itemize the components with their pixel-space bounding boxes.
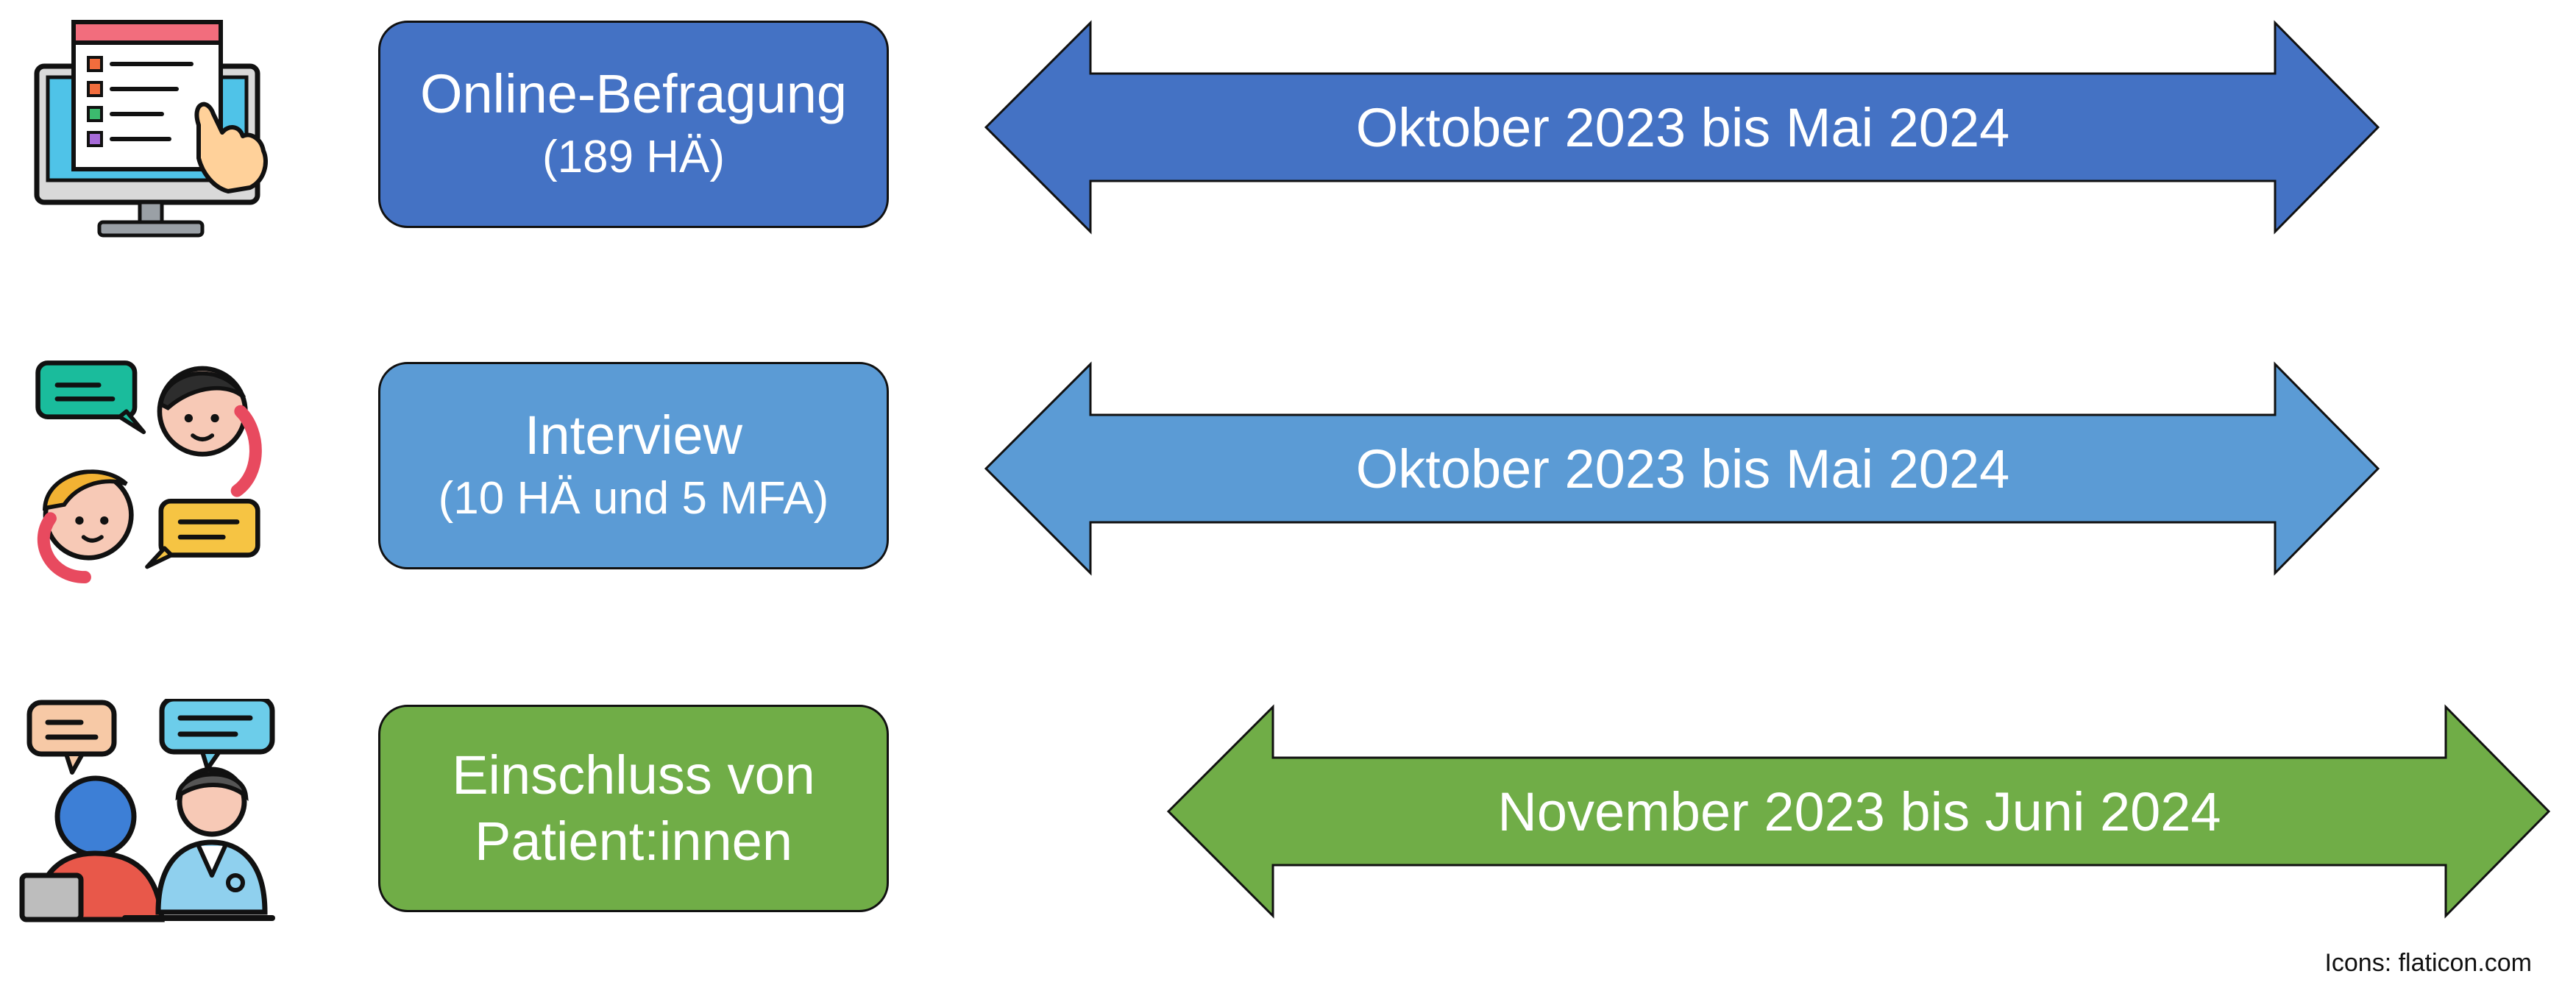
online-survey-period-arrow: Oktober 2023 bis Mai 2024 bbox=[984, 20, 2380, 235]
interview-box: Interview (10 HÄ und 5 MFA) bbox=[378, 362, 889, 569]
patient-inclusion-period-arrow: November 2023 bis Juni 2024 bbox=[1166, 704, 2551, 919]
doctor-patient-icon bbox=[15, 699, 280, 927]
interview-title: Interview bbox=[524, 405, 743, 466]
row-online-survey: Online-Befragung (189 HÄ) Oktober 2023 b… bbox=[0, 15, 2576, 238]
icon-credit: Icons: flaticon.com bbox=[2324, 949, 2532, 977]
online-survey-period: Oktober 2023 bis Mai 2024 bbox=[1355, 96, 2010, 158]
online-survey-count: (189 HÄ) bbox=[542, 132, 725, 182]
patient-inclusion-title: Einschluss von bbox=[452, 744, 815, 806]
patient-inclusion-period: November 2023 bis Juni 2024 bbox=[1497, 780, 2221, 842]
interview-period: Oktober 2023 bis Mai 2024 bbox=[1355, 438, 2010, 499]
row-patient-inclusion: Einschluss von Patient:innen November 20… bbox=[0, 699, 2576, 922]
interview-count: (10 HÄ und 5 MFA) bbox=[438, 473, 829, 524]
online-survey-title: Online-Befragung bbox=[419, 63, 848, 124]
computer-survey-icon bbox=[15, 15, 280, 243]
interview-period-arrow: Oktober 2023 bis Mai 2024 bbox=[984, 361, 2380, 576]
row-interview: Interview (10 HÄ und 5 MFA) Oktober 2023… bbox=[0, 356, 2576, 584]
online-survey-box: Online-Befragung (189 HÄ) bbox=[378, 21, 889, 228]
patient-inclusion-subtitle: Patient:innen bbox=[474, 811, 792, 872]
patient-inclusion-box: Einschluss von Patient:innen bbox=[378, 705, 889, 912]
phone-conversation-icon bbox=[15, 356, 280, 584]
